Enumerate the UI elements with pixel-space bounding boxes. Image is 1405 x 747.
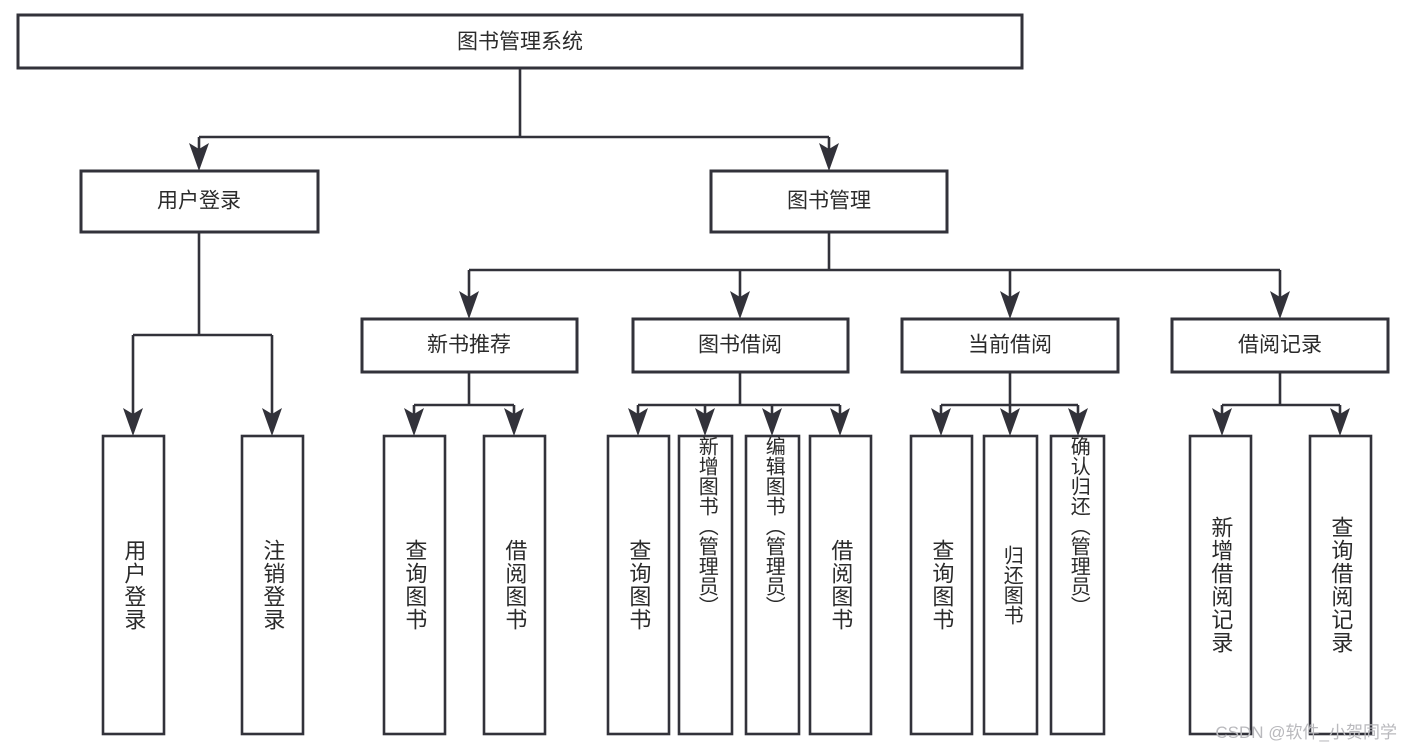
arrowhead-leaf-logout-login <box>262 408 282 436</box>
arrowhead-book-borrow <box>730 291 750 319</box>
arrowhead-book-management <box>819 143 839 171</box>
arrowhead-leaf-user-login <box>123 408 143 436</box>
arrowhead-leaf-return-book <box>1000 408 1020 436</box>
leaf-confirm-return-box[interactable] <box>1049 434 1106 736</box>
arrowhead-current-borrow <box>1000 291 1020 319</box>
leaf-user-login-box[interactable] <box>101 434 166 736</box>
arrowhead-leaf-add-book <box>695 408 715 436</box>
arrowhead-leaf-borrow-book-1 <box>504 408 524 436</box>
leaf-add-book-box[interactable] <box>677 434 734 736</box>
arrowhead-leaf-add-record <box>1212 408 1232 436</box>
leaf-query-book-1-box[interactable] <box>382 434 447 736</box>
leaf-logout-login-box[interactable] <box>240 434 305 736</box>
node-new-book-recommend-box[interactable] <box>360 317 579 374</box>
arrowhead-leaf-confirm-return <box>1068 408 1088 436</box>
csdn-watermark: CSDN @软件_小贺同学 <box>1215 723 1397 742</box>
node-user-login-box[interactable] <box>79 169 320 234</box>
node-root-box[interactable] <box>16 13 1024 70</box>
node-book-management-label: 图书管理 <box>787 190 871 213</box>
leaf-query-book-2-box[interactable] <box>606 434 671 736</box>
leaf-edit-book-box[interactable] <box>744 434 801 736</box>
leaf-query-record-box[interactable] <box>1308 434 1373 736</box>
arrowhead-leaf-query-book-3 <box>931 408 951 436</box>
arrowhead-user-login <box>189 143 209 171</box>
leaf-add-record-box[interactable] <box>1188 434 1253 736</box>
arrowhead-leaf-query-book-2 <box>628 408 648 436</box>
leaf-borrow-book-2-box[interactable] <box>808 434 873 736</box>
arrowhead-leaf-query-book-1 <box>404 408 424 436</box>
node-user-login-label: 用户登录 <box>157 190 241 213</box>
node-current-borrow-label: 当前借阅 <box>968 334 1052 357</box>
leaf-borrow-book-1-box[interactable] <box>482 434 547 736</box>
node-root-label: 图书管理系统 <box>457 31 583 54</box>
node-new-book-recommend-label: 新书推荐 <box>427 334 511 357</box>
leaf-query-book-3-box[interactable] <box>909 434 974 736</box>
node-book-borrow-label: 图书借阅 <box>698 334 782 357</box>
arrowhead-new-book-recommend <box>459 291 479 319</box>
node-current-borrow-box[interactable] <box>900 317 1120 374</box>
node-book-management-box[interactable] <box>709 169 949 234</box>
arrowhead-leaf-query-record <box>1330 408 1350 436</box>
leaf-return-book-box[interactable] <box>982 434 1039 736</box>
arrowhead-borrow-record <box>1270 291 1290 319</box>
arrowhead-leaf-borrow-book-2 <box>830 408 850 436</box>
node-book-borrow-box[interactable] <box>631 317 850 374</box>
arrowhead-leaf-edit-book <box>762 408 782 436</box>
node-borrow-record-label: 借阅记录 <box>1238 334 1322 357</box>
